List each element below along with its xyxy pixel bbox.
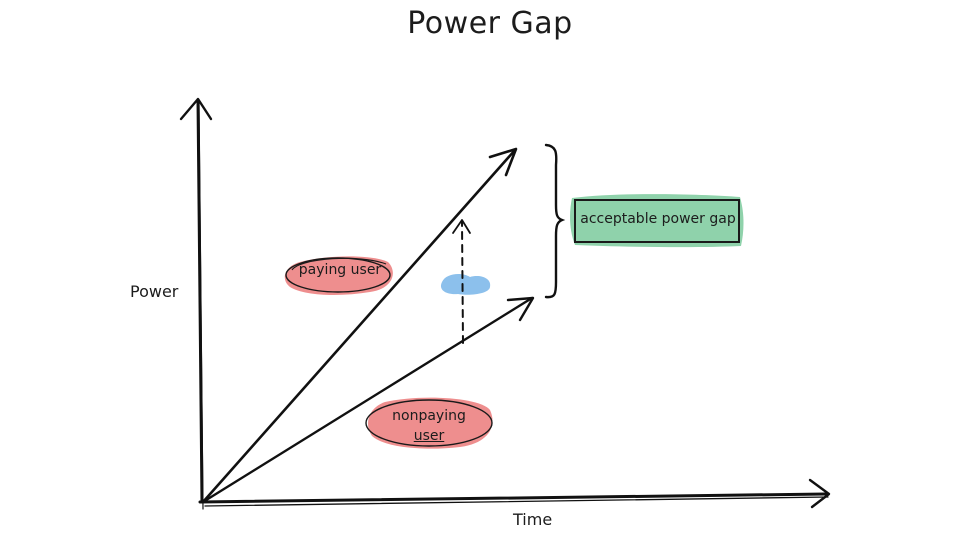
nonpaying-user-label-line2: user: [413, 428, 445, 444]
paying-user-outline-stroke: [291, 257, 387, 271]
gap-dashed-arrow: [452, 219, 471, 344]
y-axis: [179, 97, 213, 510]
x-axis-label: Time: [513, 510, 553, 529]
nonpaying-user-label: nonpaying user: [370, 406, 488, 446]
nonpaying-user-label-line1: nonpaying: [392, 408, 466, 424]
acceptable-power-gap-label: acceptable power gap: [580, 211, 736, 227]
curly-brace: [544, 143, 566, 299]
nonpaying-user-outline: [365, 399, 493, 447]
x-axis: [198, 478, 831, 509]
nonpaying-user-arrow: [201, 296, 535, 504]
power-gap-highlight: [570, 194, 744, 248]
y-axis-label: Power: [130, 282, 179, 301]
paying-user-highlight: [284, 256, 393, 295]
power-gap-box-outline: [574, 199, 740, 243]
nonpaying-user-highlight: [368, 397, 493, 449]
paying-user-arrow: [201, 147, 518, 504]
diagram-title: Power Gap: [407, 6, 573, 41]
blue-marker: [440, 274, 491, 295]
paying-user-label: paying user: [298, 262, 382, 278]
